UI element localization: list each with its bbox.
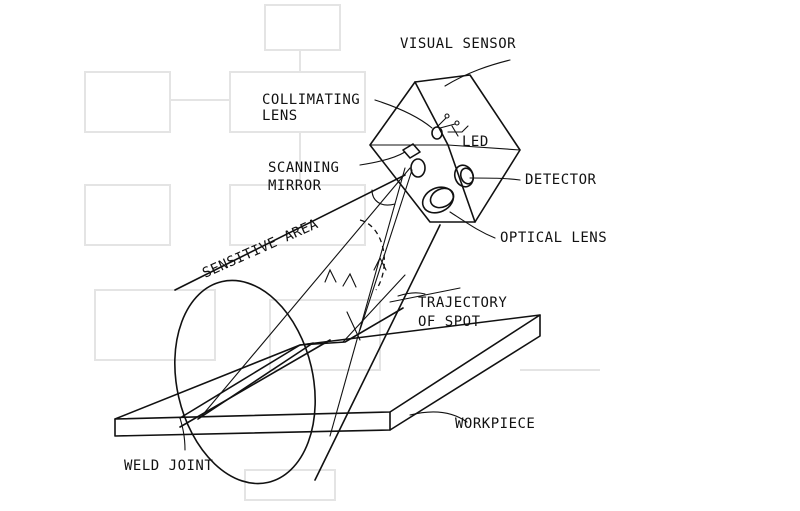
scanning-mirror-icon (402, 143, 421, 159)
label-optical-lens: OPTICAL LENS (500, 230, 607, 246)
label-weld-joint: WELD JOINT (124, 458, 213, 474)
bleed-through-background (84, 4, 600, 501)
label-workpiece: WORKPIECE (455, 416, 535, 432)
visual-sensor-box (369, 74, 521, 223)
label-sensitive-area: SENSITIVE AREA (200, 216, 321, 281)
label-trajectory-line2: OF SPOT (418, 314, 481, 330)
label-visual-sensor: VISUAL SENSOR (400, 36, 516, 52)
label-detector: DETECTOR (525, 172, 597, 188)
scan-rays (199, 167, 413, 437)
label-scanning-mirror-line2: MIRROR (268, 178, 322, 194)
led-icon (431, 126, 443, 140)
trajectory-of-spot (342, 274, 461, 343)
weld-joint (179, 307, 404, 420)
label-trajectory-line1: TRAJECTORY (418, 295, 507, 311)
label-led: LED (462, 134, 489, 150)
label-collimating-lens-line1: COLLIMATING (262, 92, 360, 108)
sensor-internals (402, 113, 475, 214)
label-scanning-mirror-line1: SCANNING (268, 160, 339, 176)
workpiece (114, 314, 541, 437)
leader-lines (179, 59, 521, 451)
label-collimating-lens-line2: LENS (262, 108, 298, 124)
